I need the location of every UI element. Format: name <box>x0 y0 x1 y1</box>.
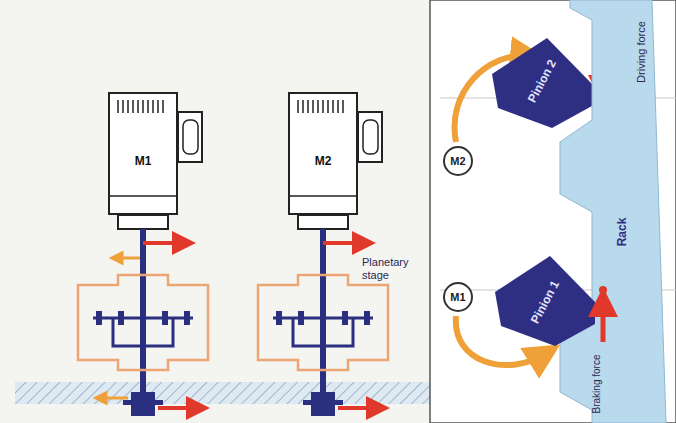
rack-outline <box>540 0 670 423</box>
rack-band <box>15 382 435 404</box>
motor-label: M2 <box>450 155 465 167</box>
motor-label: M1 <box>135 154 152 168</box>
motor-box: M2 <box>288 92 358 215</box>
force-arrow <box>601 302 606 342</box>
force-label: Driving force <box>635 21 647 83</box>
drive-m2 <box>258 92 388 416</box>
pinion-tooth <box>492 38 592 128</box>
contact-point <box>599 286 607 294</box>
reaction-arrow <box>100 397 128 400</box>
motor-label: M1 <box>450 291 465 303</box>
detail-panel <box>430 0 676 423</box>
force-label: Braking force <box>591 355 602 414</box>
pinion-tooth <box>495 256 595 346</box>
stage-label: Planetary stage <box>362 256 424 281</box>
pinion-shape: Pinion 1 <box>495 250 595 350</box>
motor-label: M2 <box>315 154 332 168</box>
motor-box: M1 <box>108 92 178 215</box>
motor-circle: M2 <box>443 146 473 176</box>
motor-circle: M1 <box>443 282 473 312</box>
rack-label: Rack <box>615 218 629 247</box>
rack-shape: Rack <box>540 0 670 423</box>
drive-m1 <box>78 92 208 416</box>
rack-body <box>560 0 666 423</box>
reaction-arrow <box>116 257 140 260</box>
pinion-shape: Pinion 2 <box>492 32 592 127</box>
